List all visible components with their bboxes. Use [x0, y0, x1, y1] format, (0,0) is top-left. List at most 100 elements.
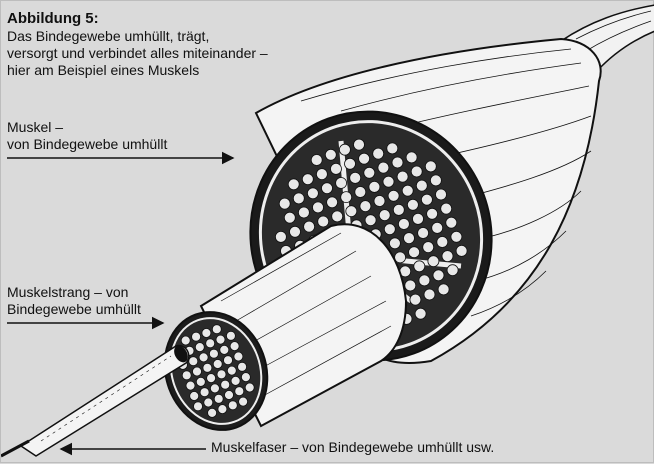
label-muscle-line-1: Muskel –: [7, 119, 64, 135]
fiber-dot: [321, 182, 333, 195]
fiber-dot: [372, 147, 385, 160]
fiber-dot: [426, 207, 439, 220]
fiber-dot: [406, 198, 419, 211]
fiber-dot: [412, 212, 424, 225]
bundle-fiber-dot: [240, 372, 251, 383]
fiber-dot: [326, 196, 339, 209]
fiber-dot: [324, 148, 337, 161]
fiber-dot: [396, 170, 409, 183]
bundle-fiber-dot: [195, 376, 206, 387]
label-fiber: Muskelfaser – von Bindegewebe umhüllt us…: [211, 439, 495, 455]
bundle-fiber-dot: [234, 386, 245, 397]
fiber-dot: [358, 152, 371, 165]
fiber-dot: [413, 260, 426, 273]
bundle-fiber-dot: [219, 344, 230, 355]
bundle-fiber-dot: [181, 370, 192, 381]
fiber-dot: [335, 177, 348, 189]
bundle-fiber-dot: [233, 351, 244, 362]
fiber-dot: [427, 255, 440, 268]
fiber-dot: [445, 216, 458, 229]
fiber-dot: [423, 288, 436, 301]
fiber-dot: [391, 156, 404, 169]
bundle-fiber-dot: [188, 356, 199, 367]
fiber-dot: [368, 180, 381, 193]
figure-caption: Abbildung 5: Das Bindegewebe umhüllt, tr…: [7, 9, 367, 79]
fiber-dot: [436, 236, 449, 248]
bundle-fiber-dot: [215, 334, 226, 345]
bundle-fiber-dot: [216, 369, 227, 380]
bundle-fiber-dot: [192, 366, 202, 377]
bundle-fiber-dot: [191, 331, 202, 342]
bundle-fiber-dot: [229, 341, 240, 352]
fiber-dot: [414, 307, 427, 320]
bundle-fiber-dot: [185, 380, 196, 391]
fiber-dot: [315, 168, 328, 181]
bundle-fiber-dot: [180, 335, 191, 346]
fiber-dot: [431, 221, 444, 234]
bundle-fiber-dot: [201, 328, 212, 338]
fiber-dot: [301, 173, 314, 186]
bundle-fiber-dot: [207, 407, 218, 418]
fiber-dot: [283, 211, 296, 224]
fiber-dot: [364, 214, 377, 227]
label-bundle-line-2: Bindegewebe umhüllt: [7, 301, 141, 317]
bundle-fiber-dot: [224, 390, 234, 400]
bundle-fiber-dot: [244, 382, 255, 393]
fiber-dot: [382, 175, 395, 188]
fiber-dot: [312, 201, 324, 214]
fiber-dot: [388, 237, 401, 250]
bundle-fiber-dot: [203, 397, 214, 408]
fiber-dot: [344, 157, 356, 170]
fiber-dot: [345, 205, 358, 218]
fiber-dot: [435, 188, 447, 201]
bundle-fiber-dot: [199, 387, 210, 398]
fiber-dot: [297, 206, 310, 219]
fiber-dot: [441, 250, 454, 263]
bundle-fiber-dots: [174, 324, 255, 418]
fiber-dot: [306, 187, 319, 200]
fiber-dot: [278, 197, 291, 210]
fiber-dot: [404, 279, 417, 292]
fiber-dot: [424, 160, 437, 173]
muscle-bundle: [163, 223, 408, 431]
fiber-dot: [410, 165, 423, 178]
fiber-dot: [446, 264, 459, 277]
caption-line-1: Das Bindegewebe umhüllt, trägt,: [7, 28, 210, 44]
label-bundle-line-1: Muskelstrang – von: [7, 284, 129, 300]
fiber-dot: [392, 203, 405, 216]
fiber-dot: [432, 269, 445, 282]
bundle-fiber-dot: [226, 365, 237, 376]
bundle-fiber-dot: [230, 375, 241, 386]
caption-line-3: hier am Beispiel eines Muskels: [7, 62, 200, 78]
fiber-dot: [359, 200, 372, 213]
fiber-dot: [378, 209, 391, 222]
label-muscle-line-2: von Bindegewebe umhüllt: [7, 136, 168, 152]
fiber-dot: [397, 218, 410, 230]
fiber-dot: [287, 178, 300, 191]
fiber-dot: [289, 225, 301, 238]
bundle-fiber-dot: [223, 355, 233, 366]
fiber-dot: [401, 184, 414, 197]
fiber-dot: [292, 192, 305, 205]
fiber-dot: [408, 246, 421, 259]
caption-title: Abbildung 5:: [7, 10, 99, 27]
label-bundle: Muskelstrang – von Bindegewebe umhüllt: [7, 284, 141, 318]
bundle-fiber-dot: [194, 342, 205, 353]
muscle-fiber: [1, 344, 190, 458]
fiber-dot: [455, 244, 468, 257]
fiber-dot: [405, 151, 418, 164]
fiber-dot: [403, 232, 415, 245]
fiber-dot: [429, 174, 442, 187]
bundle-fiber-dot: [213, 393, 224, 404]
fiber-dot: [310, 154, 323, 166]
caption-line-2: versorgt und verbindet alles miteinander…: [7, 45, 268, 61]
bundle-fiber-dot: [211, 324, 222, 335]
bundle-fiber-dot: [209, 383, 220, 394]
fiber-dot: [450, 230, 463, 243]
fiber-dot: [387, 189, 400, 202]
bundle-fiber-dot: [202, 362, 213, 373]
fiber-dot: [420, 193, 433, 206]
bundle-fiber-dot: [198, 352, 209, 363]
